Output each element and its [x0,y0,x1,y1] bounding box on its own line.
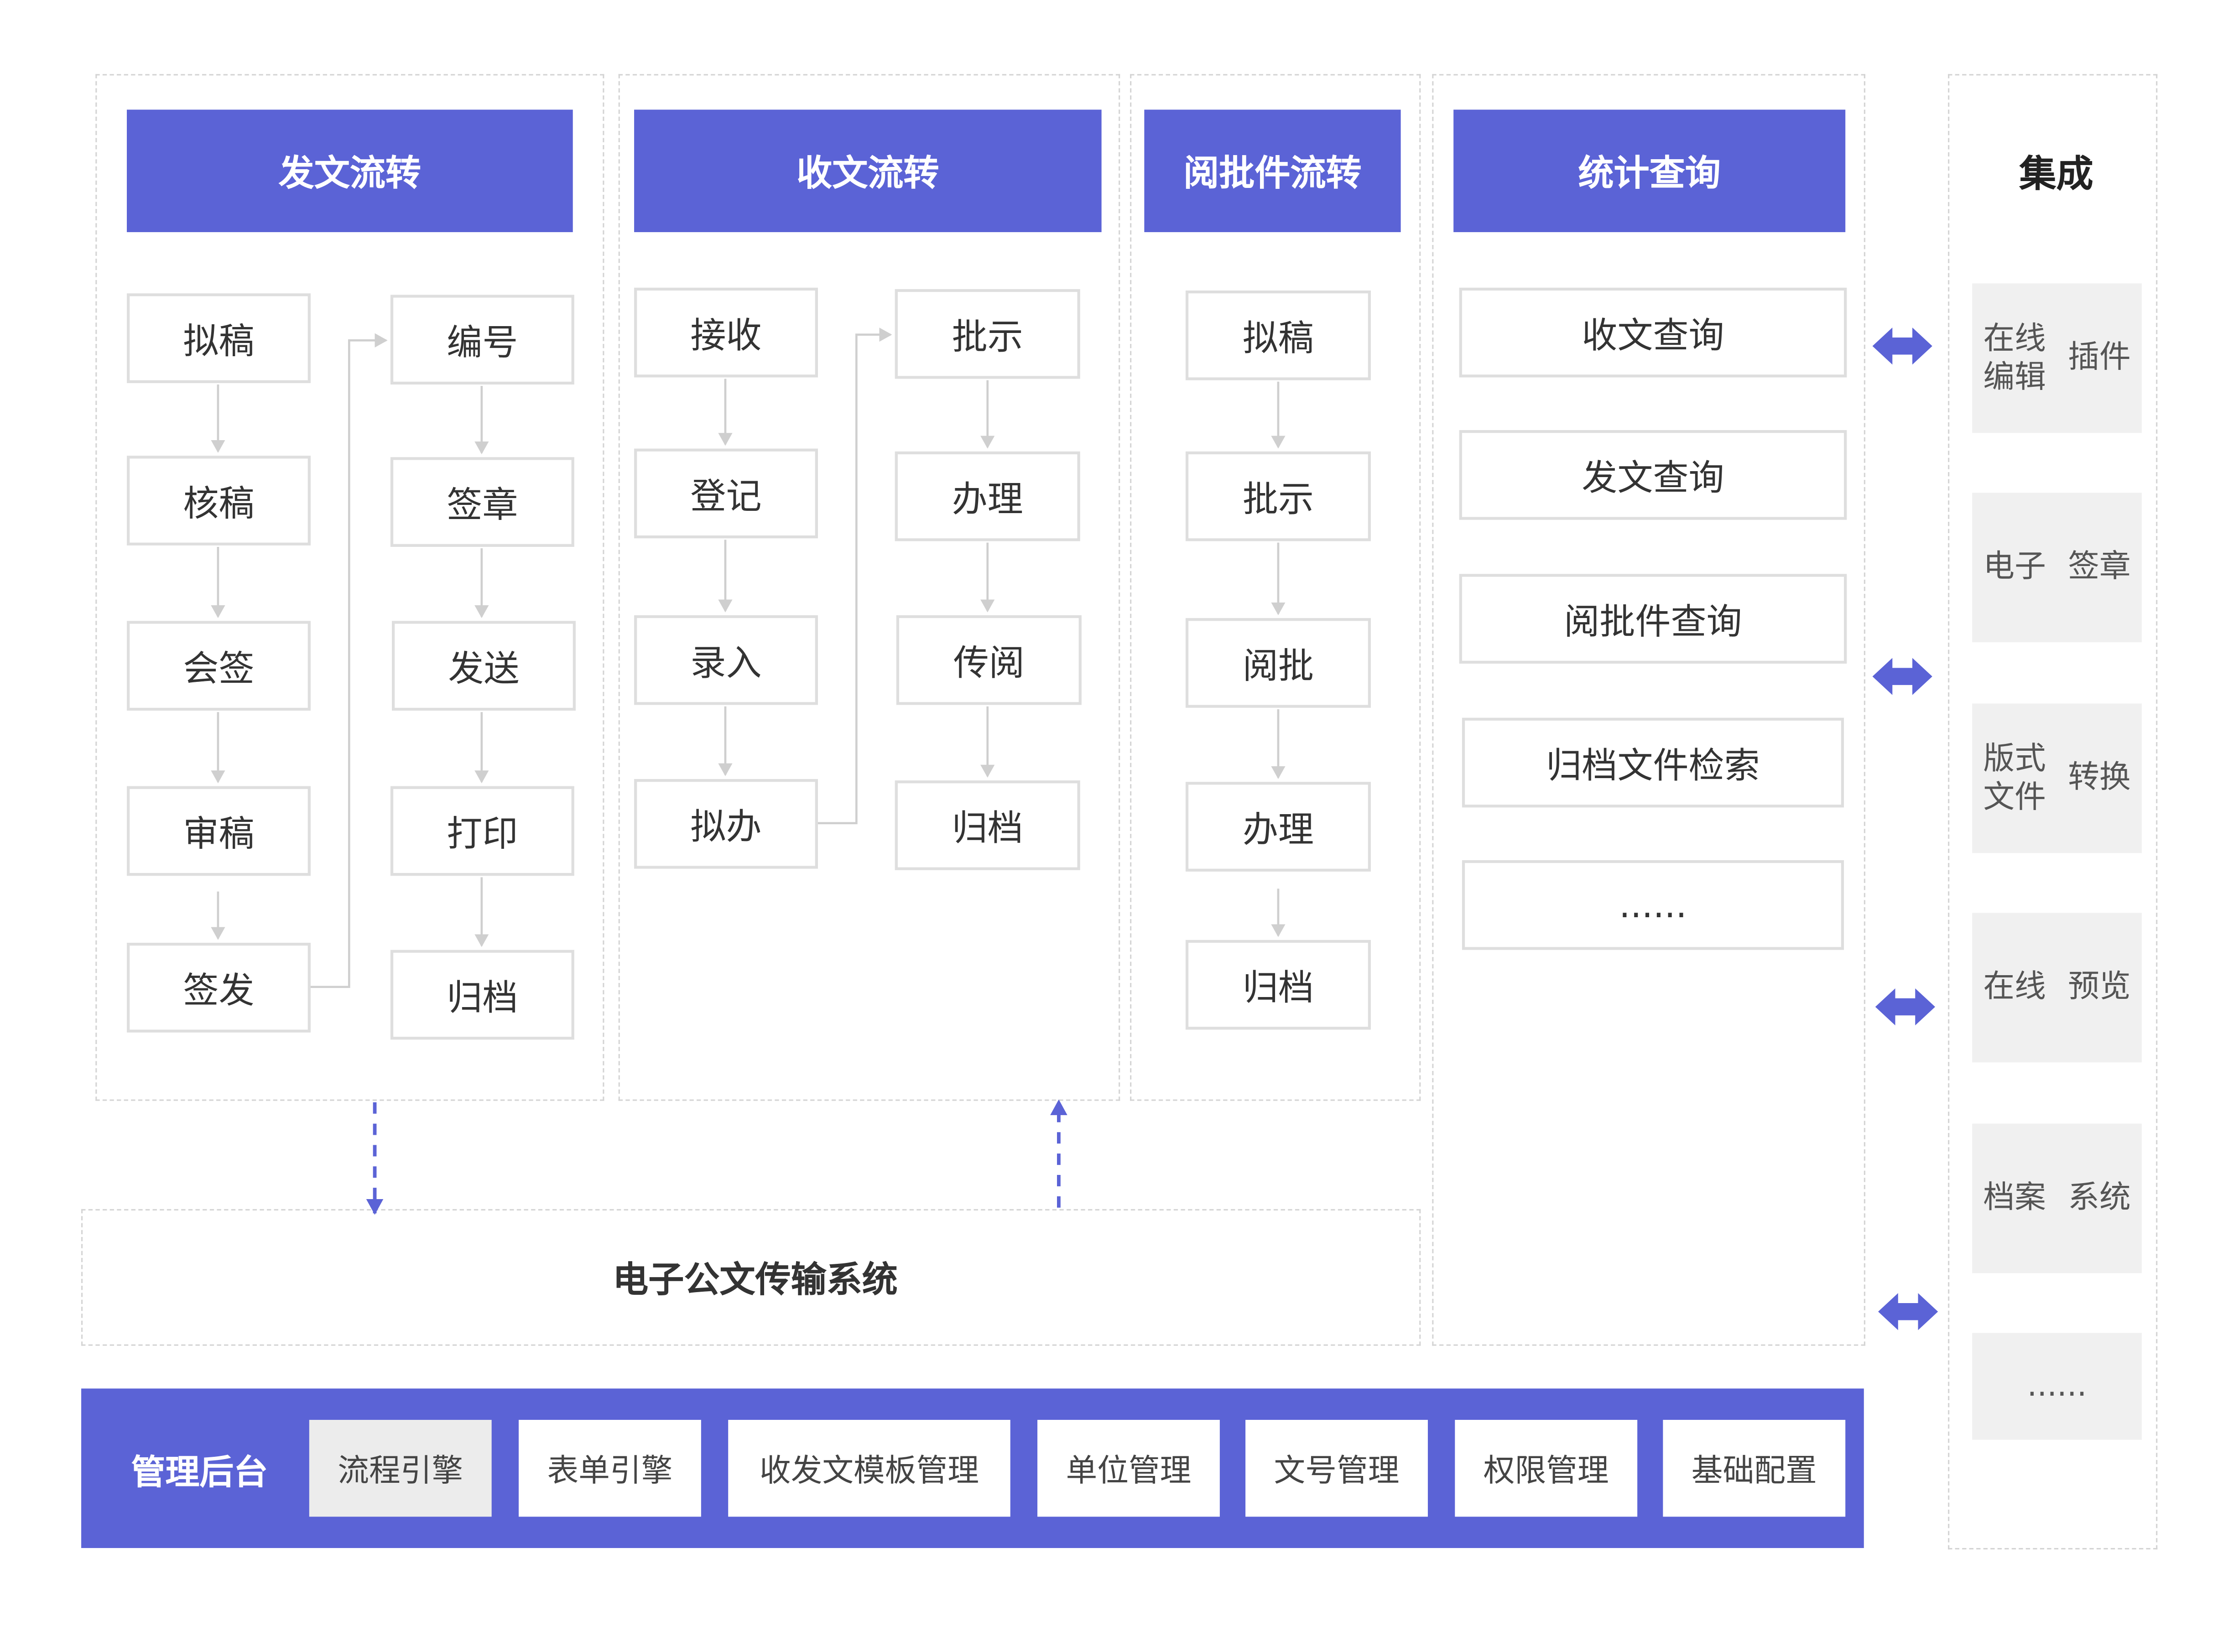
mgmt-doc-number[interactable]: 文号管理 [1245,1420,1428,1517]
yuepi-step-pishi[interactable]: 批示 [1185,451,1371,541]
integration-more-text: ...... [2027,1368,2087,1404]
fawen-step-dayin[interactable]: 打印 [390,786,574,876]
integration-archive-system[interactable]: 档案系统 [1972,1123,2142,1273]
integration-online-editor-line2: 插件 [2068,340,2131,376]
integration-e-signature[interactable]: 电子签章 [1972,493,2142,643]
yuepi-header: 阅批件流转 [1144,109,1401,232]
fawen-step-niga[interactable]: 拟稿 [127,293,311,383]
double-arrow-2 [1872,658,1932,695]
yuepi-step-yuepi[interactable]: 阅批 [1185,618,1371,708]
shouwen-step-niban[interactable]: 拟办 [634,779,818,869]
integration-online-preview-line1: 在线 [1983,970,2046,1006]
mgmt-basic-config[interactable]: 基础配置 [1663,1420,1846,1517]
integration-online-editor-line1: 在线编辑 [1983,321,2046,395]
integration-online-preview-line2: 预览 [2068,970,2131,1006]
double-arrow-1 [1872,327,1932,365]
fawen-step-hegao[interactable]: 核稿 [127,456,311,545]
shouwen-step-banli[interactable]: 办理 [895,451,1080,541]
yuepi-step-banli[interactable]: 办理 [1185,782,1371,872]
query-more[interactable]: ...... [1462,860,1844,950]
query-archive[interactable]: 归档文件检索 [1462,717,1844,808]
yuepi-panel [1130,74,1421,1101]
fawen-step-huiqian[interactable]: 会签 [127,621,311,711]
mgmt-workflow-engine[interactable]: 流程引擎 [309,1420,492,1517]
fawen-step-fasong[interactable]: 发送 [392,621,576,711]
mgmt-form-engine[interactable]: 表单引擎 [519,1420,701,1517]
integration-title: 集成 [2019,153,2093,196]
integration-online-editor[interactable]: 在线编辑插件 [1972,283,2142,433]
transmission-title: 电子公文传输系统 [613,1259,898,1300]
fawen-step-qianfa[interactable]: 签发 [127,943,311,1033]
yuepi-step-guidang[interactable]: 归档 [1185,940,1371,1030]
mgmt-unit[interactable]: 单位管理 [1037,1420,1220,1517]
shouwen-step-luru[interactable]: 录入 [634,615,818,705]
shouwen-step-jieshou[interactable]: 接收 [634,287,818,378]
shouwen-step-pishi[interactable]: 批示 [895,289,1080,379]
management-title: 管理后台 [131,1452,268,1492]
query-fawen[interactable]: 发文查询 [1459,430,1847,520]
integration-archive-system-line2: 系统 [2068,1180,2131,1216]
shouwen-header: 收文流转 [634,109,1102,232]
integration-archive-system-line1: 档案 [1983,1180,2046,1216]
integration-e-signature-line1: 电子 [1983,550,2046,586]
fawen-step-guidang[interactable]: 归档 [390,950,574,1040]
fawen-header: 发文流转 [127,109,573,232]
shouwen-step-guidang[interactable]: 归档 [895,780,1080,870]
fawen-step-qianzhang[interactable]: 签章 [390,457,574,547]
shouwen-panel [618,74,1120,1101]
integration-online-preview[interactable]: 在线预览 [1972,913,2142,1063]
query-yuepi[interactable]: 阅批件查询 [1459,574,1847,664]
integration-panel [1948,74,2158,1550]
fawen-step-shengao[interactable]: 审稿 [127,786,311,876]
integration-more[interactable]: ...... [1972,1333,2142,1440]
integration-format-convert-line1: 版式文件 [1983,741,2046,816]
shouwen-step-dengji[interactable]: 登记 [634,448,818,539]
mgmt-permission[interactable]: 权限管理 [1455,1420,1638,1517]
mgmt-template[interactable]: 收发文模板管理 [728,1420,1010,1517]
double-arrow-3 [1875,988,1935,1026]
fawen-panel [95,74,604,1101]
integration-format-convert[interactable]: 版式文件转换 [1972,703,2142,853]
shouwen-step-chuanyue[interactable]: 传阅 [896,615,1082,705]
integration-format-convert-line2: 转换 [2068,760,2131,796]
query-shouwen[interactable]: 收文查询 [1459,287,1847,378]
tongji-panel [1432,74,1865,1346]
fawen-step-bianhao[interactable]: 编号 [390,295,574,385]
transmission-panel [81,1209,1421,1346]
tongji-header: 统计查询 [1453,109,1846,232]
integration-e-signature-line2: 签章 [2068,550,2131,586]
double-arrow-4 [1878,1293,1938,1330]
yuepi-step-niga[interactable]: 拟稿 [1185,290,1371,380]
